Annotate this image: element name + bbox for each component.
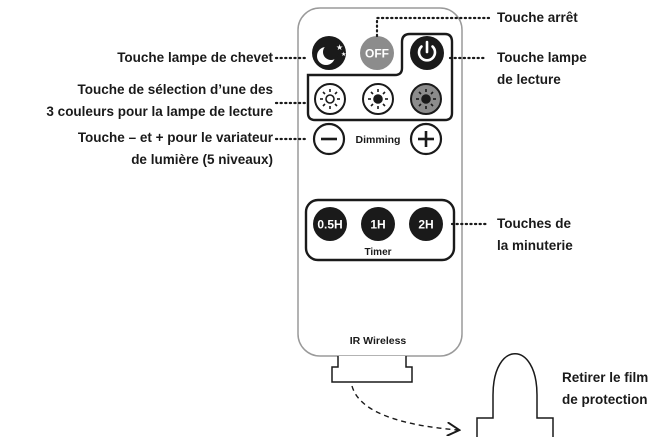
- label-bedside-key: Touche lampe de chevet: [117, 50, 273, 65]
- timer-label: Timer: [364, 247, 391, 258]
- sun-icon: [320, 89, 340, 109]
- sun-icon: [416, 89, 436, 109]
- label-reading-key-line2: de lecture: [497, 72, 561, 87]
- svg-text:★: ★: [336, 43, 343, 52]
- label-off-key: Touche arrêt: [497, 10, 578, 25]
- leader-lines: [274, 16, 492, 226]
- off-button[interactable]: OFF: [360, 36, 394, 70]
- bedside-lamp-button[interactable]: ★ ★: [312, 36, 346, 70]
- color-button-3[interactable]: [410, 83, 442, 115]
- protection-film: [476, 353, 554, 437]
- reading-lamp-group-outline: [306, 32, 454, 122]
- protection-tab: [331, 356, 413, 383]
- moon-star-icon: ★ ★: [317, 43, 346, 65]
- color-button-1[interactable]: [314, 83, 346, 115]
- label-color-select-line2: 3 couleurs pour la lampe de lecture: [46, 104, 273, 119]
- off-button-label: OFF: [365, 47, 389, 61]
- color-button-2[interactable]: [362, 83, 394, 115]
- leader-off: [375, 16, 492, 38]
- dim-minus-button[interactable]: [312, 122, 346, 156]
- timer-2h-label: 2H: [418, 218, 433, 232]
- timer-0.5h-label: 0.5H: [317, 218, 342, 232]
- timer-2h-button[interactable]: 2H: [409, 207, 443, 241]
- timer-0.5h-button[interactable]: 0.5H: [313, 207, 347, 241]
- sun-icon: [368, 89, 388, 109]
- plus-icon: [418, 131, 434, 147]
- label-reading-key-line1: Touche lampe: [497, 50, 587, 65]
- film-arrow: [351, 385, 458, 430]
- label-dimmer-line2: de lumière (5 niveaux): [131, 152, 273, 167]
- dim-plus-button[interactable]: [409, 122, 443, 156]
- dimming-label: Dimming: [356, 134, 401, 146]
- label-color-select-line1: Touche de sélection d’une des: [77, 82, 273, 97]
- ir-wireless-label: IR Wireless: [350, 335, 407, 347]
- timer-group-outline: [304, 198, 456, 262]
- svg-text:★: ★: [341, 51, 346, 58]
- timer-1h-label: 1H: [370, 218, 385, 232]
- power-icon: [417, 40, 437, 62]
- reading-lamp-button[interactable]: [410, 36, 444, 70]
- label-film-line2: de protection: [562, 392, 648, 407]
- timer-1h-button[interactable]: 1H: [361, 207, 395, 241]
- label-dimmer-line1: Touche – et + pour le variateur: [77, 130, 273, 145]
- label-film-line1: Retirer le film: [562, 370, 649, 385]
- label-timer-keys-line2: la minuterie: [497, 238, 573, 253]
- label-timer-keys-line1: Touches de: [497, 216, 572, 231]
